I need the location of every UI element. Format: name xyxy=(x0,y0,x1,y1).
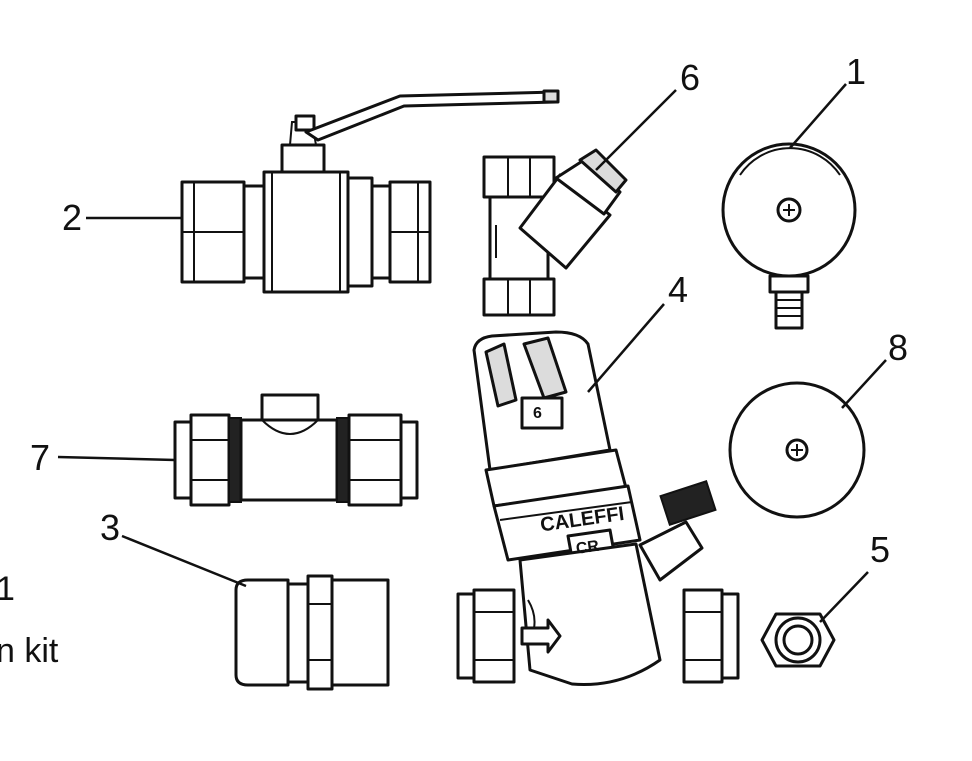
side-text: 1 n kit xyxy=(0,570,59,670)
callout-8: 8 xyxy=(888,327,908,368)
compression-tee-part-7 xyxy=(173,393,419,507)
callout-3: 3 xyxy=(100,507,120,548)
callout-2: 2 xyxy=(62,197,82,238)
hex-nut-part-5 xyxy=(760,612,836,668)
leader-lines xyxy=(57,83,887,623)
adaptor-part-3 xyxy=(234,574,390,691)
callout-4: 4 xyxy=(668,269,688,310)
ball-valve-part-2 xyxy=(180,89,560,294)
callout-6: 6 xyxy=(680,57,700,98)
pressure-gauge-part-1 xyxy=(721,142,857,330)
pressure-reducing-valve-part-4: 6 CALEFFI CR xyxy=(456,330,740,686)
callout-7: 7 xyxy=(30,437,50,478)
side-text-line-2: n kit xyxy=(0,632,59,670)
callout-5: 5 xyxy=(870,529,890,570)
side-text-line-1: 1 xyxy=(0,570,15,608)
gauge-face-part-8 xyxy=(728,381,866,519)
badge-label: CR xyxy=(575,538,601,558)
setting-label: 6 xyxy=(533,405,542,422)
callout-1: 1 xyxy=(846,51,866,92)
callout-numbers: 1 2 3 4 5 6 7 8 xyxy=(30,51,908,570)
strainer-part-6 xyxy=(482,148,628,317)
